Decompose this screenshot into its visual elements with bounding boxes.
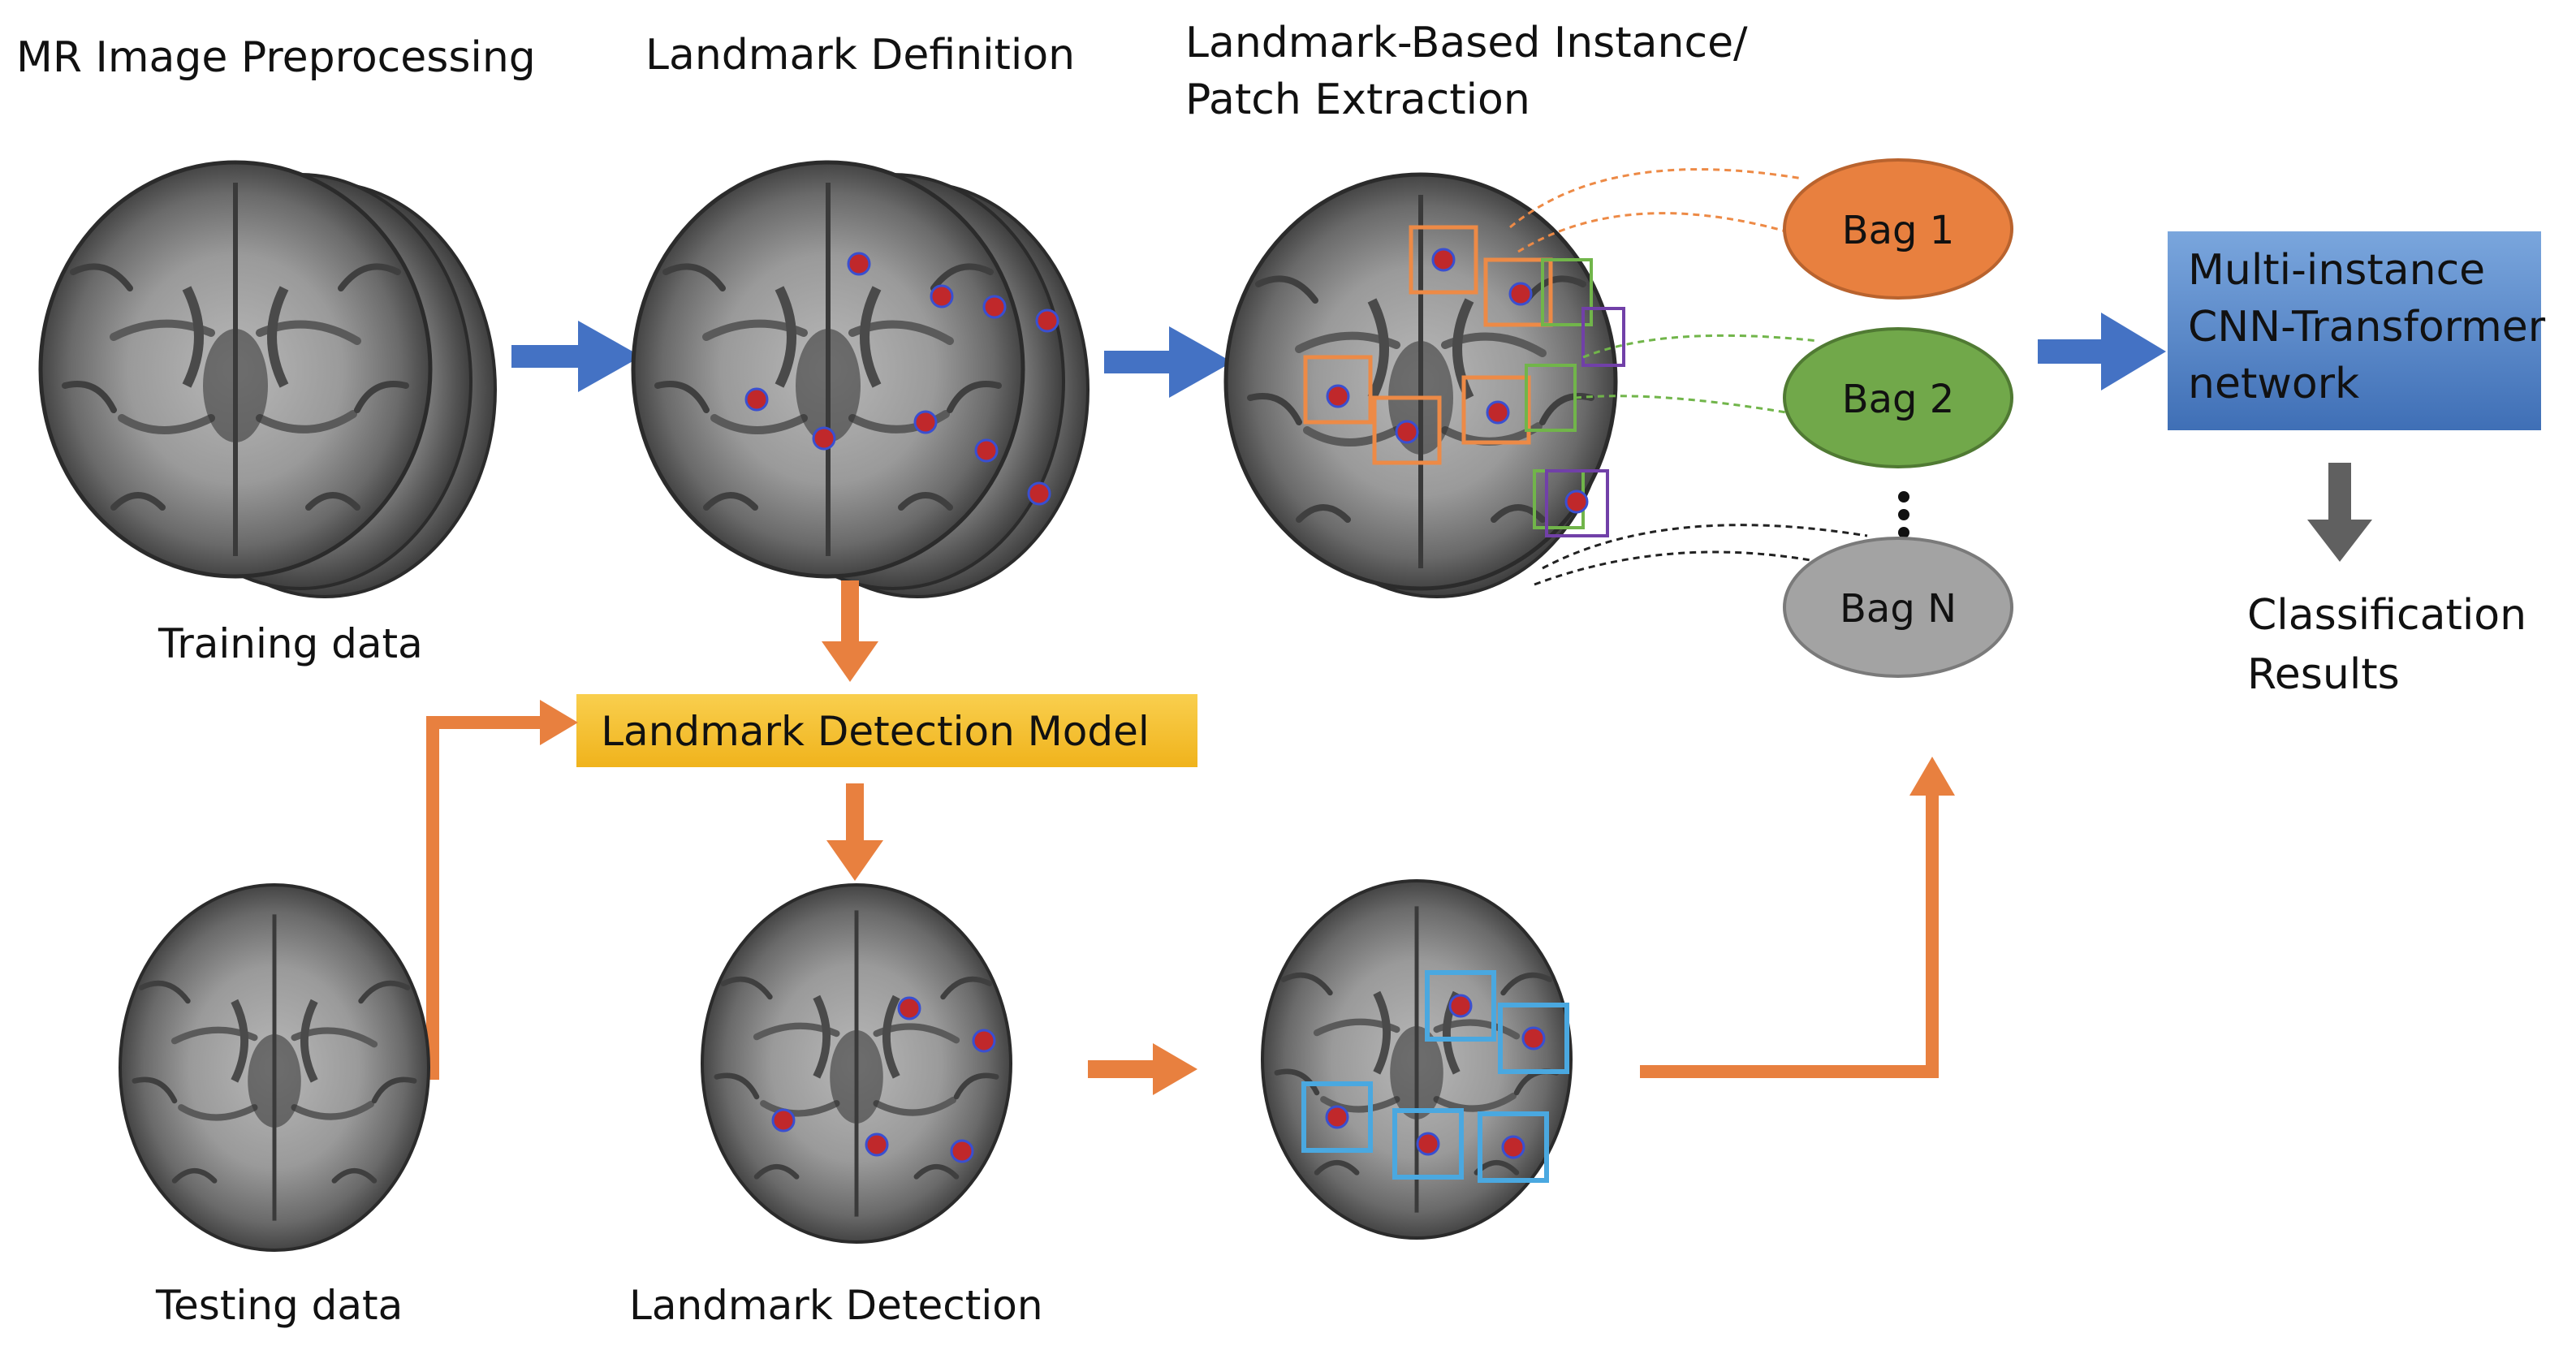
arrow-preprocess-to-definition	[511, 321, 641, 392]
arrow-network-to-results	[2307, 463, 2372, 562]
arrow-definition-to-extraction	[1104, 326, 1232, 398]
bag-n: Bag N	[1783, 537, 2013, 678]
brain-testing	[119, 883, 430, 1252]
brain-stack-landmarks	[631, 160, 1090, 598]
bag-ellipsis	[1898, 491, 1909, 538]
brain-stack-patches	[1223, 172, 1625, 598]
landmark-points-definition	[744, 252, 1059, 506]
brain-stack-training	[38, 160, 497, 598]
heading-extraction-line1: Landmark-Based Instance/	[1185, 19, 1748, 67]
brain-testing-patches	[1261, 879, 1573, 1240]
network-box: Multi-instance CNN-Transformer network	[2168, 231, 2546, 430]
bag-1: Bag 1	[1783, 158, 2013, 300]
bag-n-label: Bag N	[1840, 586, 1957, 632]
arrow-testing-patches-to-bags	[1640, 757, 1955, 1078]
model-box-label: Landmark Detection Model	[601, 708, 1150, 755]
patches-blue	[1301, 970, 1569, 1183]
caption-testing-data: Testing data	[155, 1282, 403, 1329]
results-line2: Results	[2247, 650, 2400, 699]
patches-purple	[1545, 307, 1625, 537]
landmark-points-patches	[1326, 248, 1589, 514]
arrow-testing-to-model	[426, 700, 578, 1080]
landmark-points-detection	[771, 996, 996, 1163]
heading-landmark-definition: Landmark Definition	[645, 31, 1075, 80]
bag-1-label: Bag 1	[1842, 208, 1955, 253]
heading-preprocessing: MR Image Preprocessing	[16, 33, 536, 82]
arrow-definition-to-model	[822, 580, 878, 682]
landmark-points-testing-patches	[1325, 994, 1546, 1159]
arrow-model-to-detection	[826, 783, 883, 881]
caption-landmark-detection: Landmark Detection	[629, 1282, 1043, 1329]
landmark-detection-model-box: Landmark Detection Model	[576, 694, 1197, 767]
bag-connectors	[1509, 168, 1868, 586]
bag-2: Bag 2	[1783, 327, 2013, 468]
network-line1: Multi-instance	[2188, 246, 2485, 295]
arrow-bags-to-network	[2038, 313, 2166, 390]
caption-training-data: Training data	[157, 620, 423, 667]
network-line2: CNN-Transformer	[2188, 303, 2546, 352]
bag-2-label: Bag 2	[1842, 377, 1955, 422]
heading-extraction-line2: Patch Extraction	[1185, 75, 1530, 124]
results-line1: Classification	[2247, 591, 2526, 640]
brain-detection	[701, 883, 1012, 1244]
patches-orange	[1303, 225, 1553, 465]
network-line3: network	[2188, 360, 2359, 408]
arrow-detection-to-patches	[1088, 1043, 1197, 1095]
